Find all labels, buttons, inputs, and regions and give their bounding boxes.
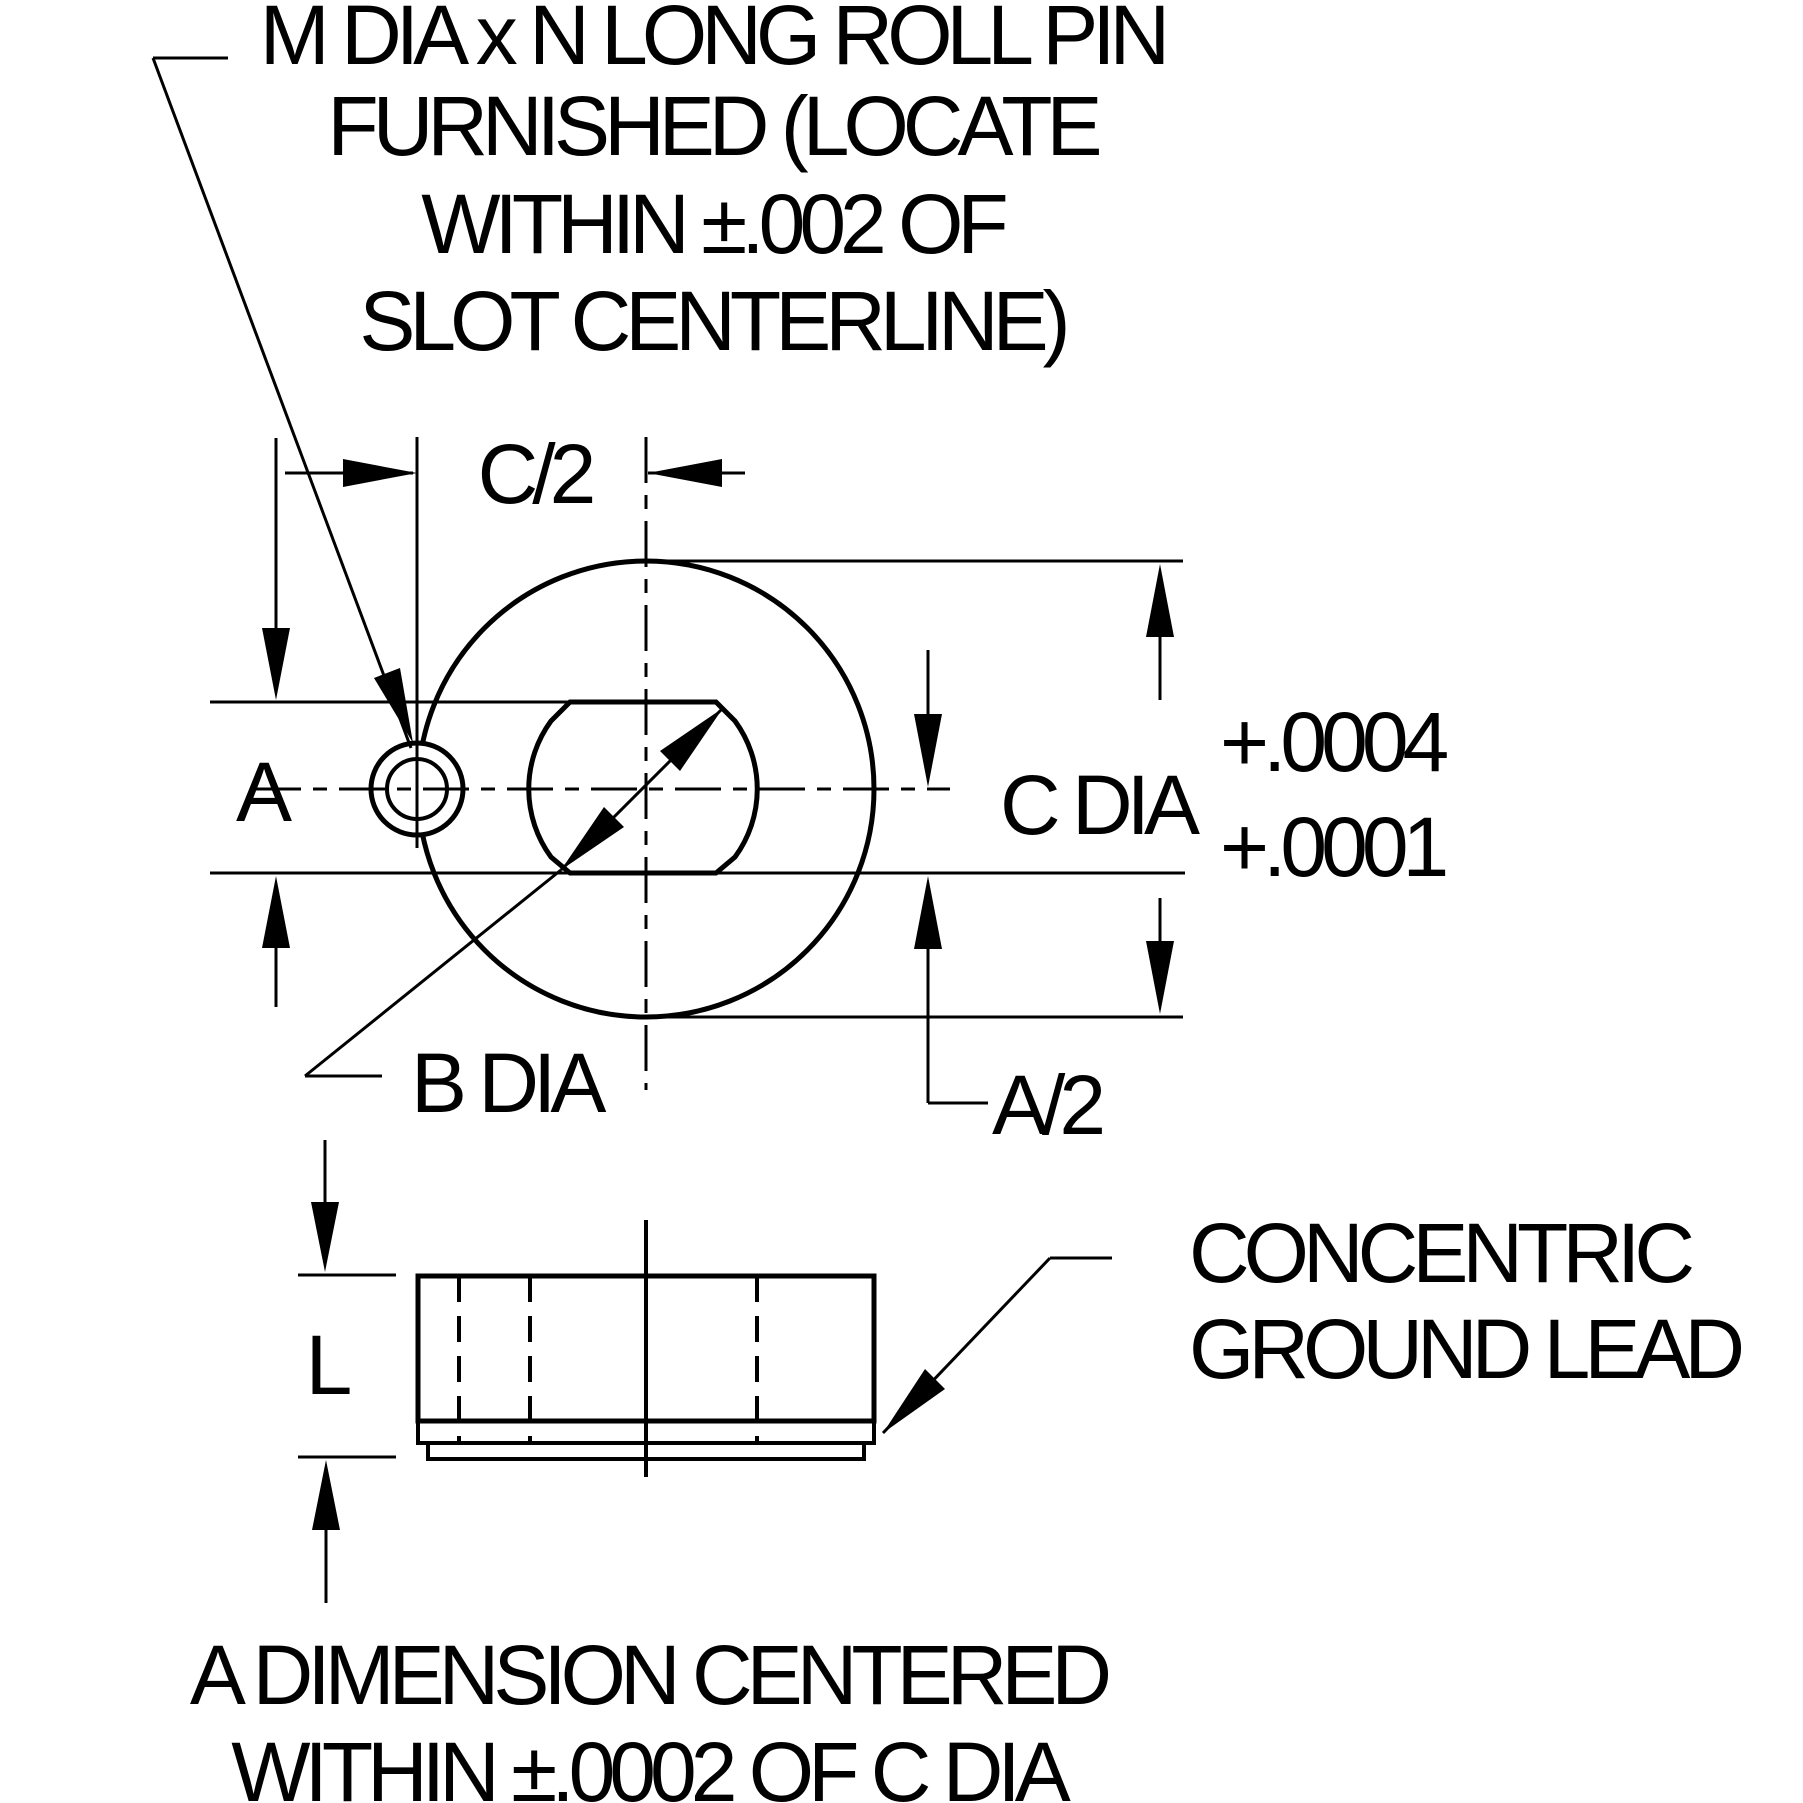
leader-roll-pin	[151, 56, 413, 749]
label-c-dia: C DIA	[999, 758, 1200, 852]
dim-a	[210, 438, 1185, 1007]
note-ground-lead-line1: CONCENTRIC	[1189, 1206, 1695, 1300]
note-roll-pin-line2: FURNISHED (LOCATE	[327, 79, 1102, 173]
dim-c-dia	[646, 559, 1183, 1019]
label-a-half: A/2	[992, 1058, 1106, 1152]
label-a: A	[235, 745, 292, 839]
note-ground-lead-line2: GROUND LEAD	[1189, 1302, 1745, 1396]
leader-ground-lead	[881, 1256, 1112, 1435]
label-c-half: C/2	[477, 427, 597, 521]
dim-a-half	[914, 650, 988, 1105]
dim-c-half	[285, 459, 745, 487]
note-roll-pin-line3: WITHIN ±.002 OF	[421, 177, 1009, 271]
dim-l	[298, 1140, 396, 1603]
note-roll-pin-line4: SLOT CENTERLINE)	[359, 274, 1070, 368]
label-c-tol-lower: +.0001	[1220, 800, 1449, 894]
label-l: L	[305, 1318, 353, 1412]
note-bottom-line1: A DIMENSION CENTERED	[189, 1628, 1112, 1722]
label-b-dia: B DIA	[411, 1036, 606, 1130]
note-bottom-line2: WITHIN ±.0002 OF C DIA	[231, 1725, 1071, 1803]
label-c-tol-upper: +.0004	[1220, 695, 1449, 789]
note-roll-pin-line1: M DIA x N LONG ROLL PIN	[259, 0, 1170, 82]
dim-b-dia	[304, 706, 725, 1078]
